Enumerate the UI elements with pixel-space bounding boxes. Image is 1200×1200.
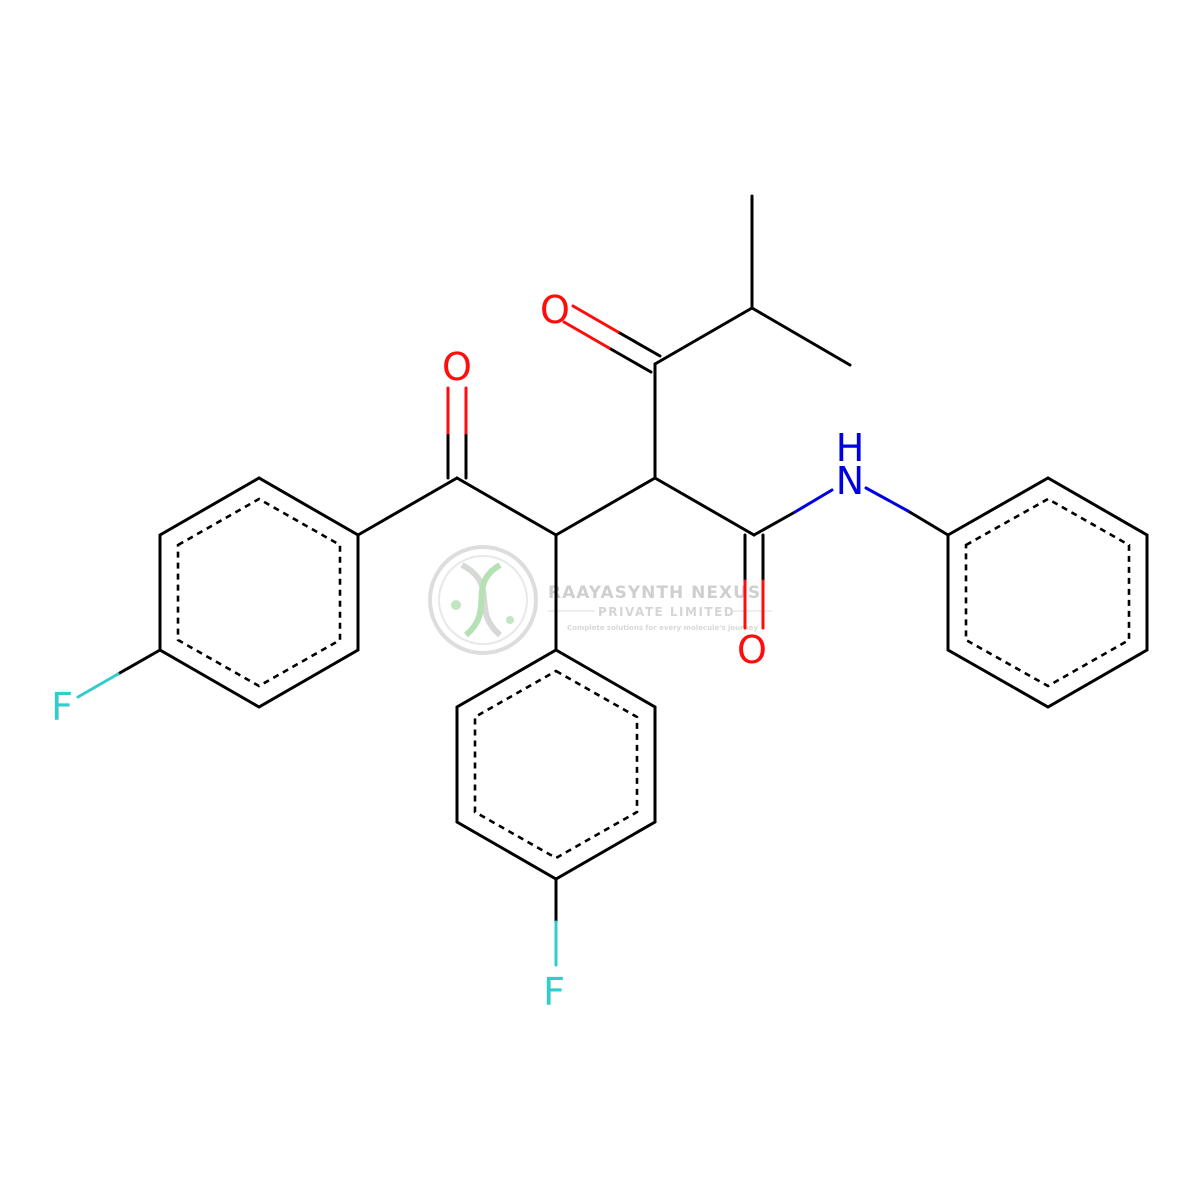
watermark-tagline: Complete solutions for every molecule's … [567, 624, 758, 632]
bond-top-co-a-red [571, 304, 620, 334]
bond-top-co-a-black [616, 330, 662, 358]
watermark-subtitle: PRIVATE LIMITED [598, 605, 735, 619]
atom-o-ketone-top: O [540, 288, 570, 332]
bond-top-co-b-red [562, 320, 611, 350]
carbonyl-bonds [446, 304, 765, 630]
atom-labels: O O O H N F F [51, 288, 864, 1014]
atom-n-amide: N [836, 459, 864, 503]
bond-amide-n-blue [793, 488, 834, 514]
bottom-ring-outer [455, 648, 657, 881]
bond-amide-n-black [752, 510, 797, 537]
atom-h-amide: H [836, 426, 865, 470]
bond-top-co-b-black [607, 346, 653, 374]
atom-f-left: F [51, 685, 73, 729]
bond-central-amide [653, 476, 756, 537]
bottom-ring-inner [473, 669, 639, 860]
bond-n-phenyl-black [906, 509, 950, 537]
watermark-title: RAAYASYNTH NEXUS [548, 583, 761, 603]
right-ring-inner [964, 497, 1131, 688]
bond-isopropyl-methyl-right [750, 306, 852, 367]
bond-left-f-black [116, 648, 162, 676]
left-ring-inner [176, 497, 342, 688]
hetero-bonds [76, 486, 910, 967]
bond-left-f-cyan [76, 672, 120, 699]
bond-carbonyl-isopropyl [653, 306, 754, 366]
carbon-bonds [158, 194, 1149, 881]
bond-ketone-ch [455, 476, 558, 537]
dna-helix-icon [428, 545, 538, 655]
watermark: RAAYASYNTH NEXUS PRIVATE LIMITED Complet… [428, 545, 772, 655]
aromatic-dashes [176, 497, 1131, 860]
right-ring-outer [946, 476, 1149, 709]
atom-o-ketone-left: O [442, 345, 472, 389]
atom-f-bottom: F [543, 970, 565, 1014]
atom-o-amide: O [737, 628, 767, 672]
bond-n-phenyl-blue [864, 486, 910, 513]
bond-ch-central [554, 476, 657, 537]
left-ring-outer [158, 476, 360, 709]
bond-ring-ketone [356, 476, 459, 537]
